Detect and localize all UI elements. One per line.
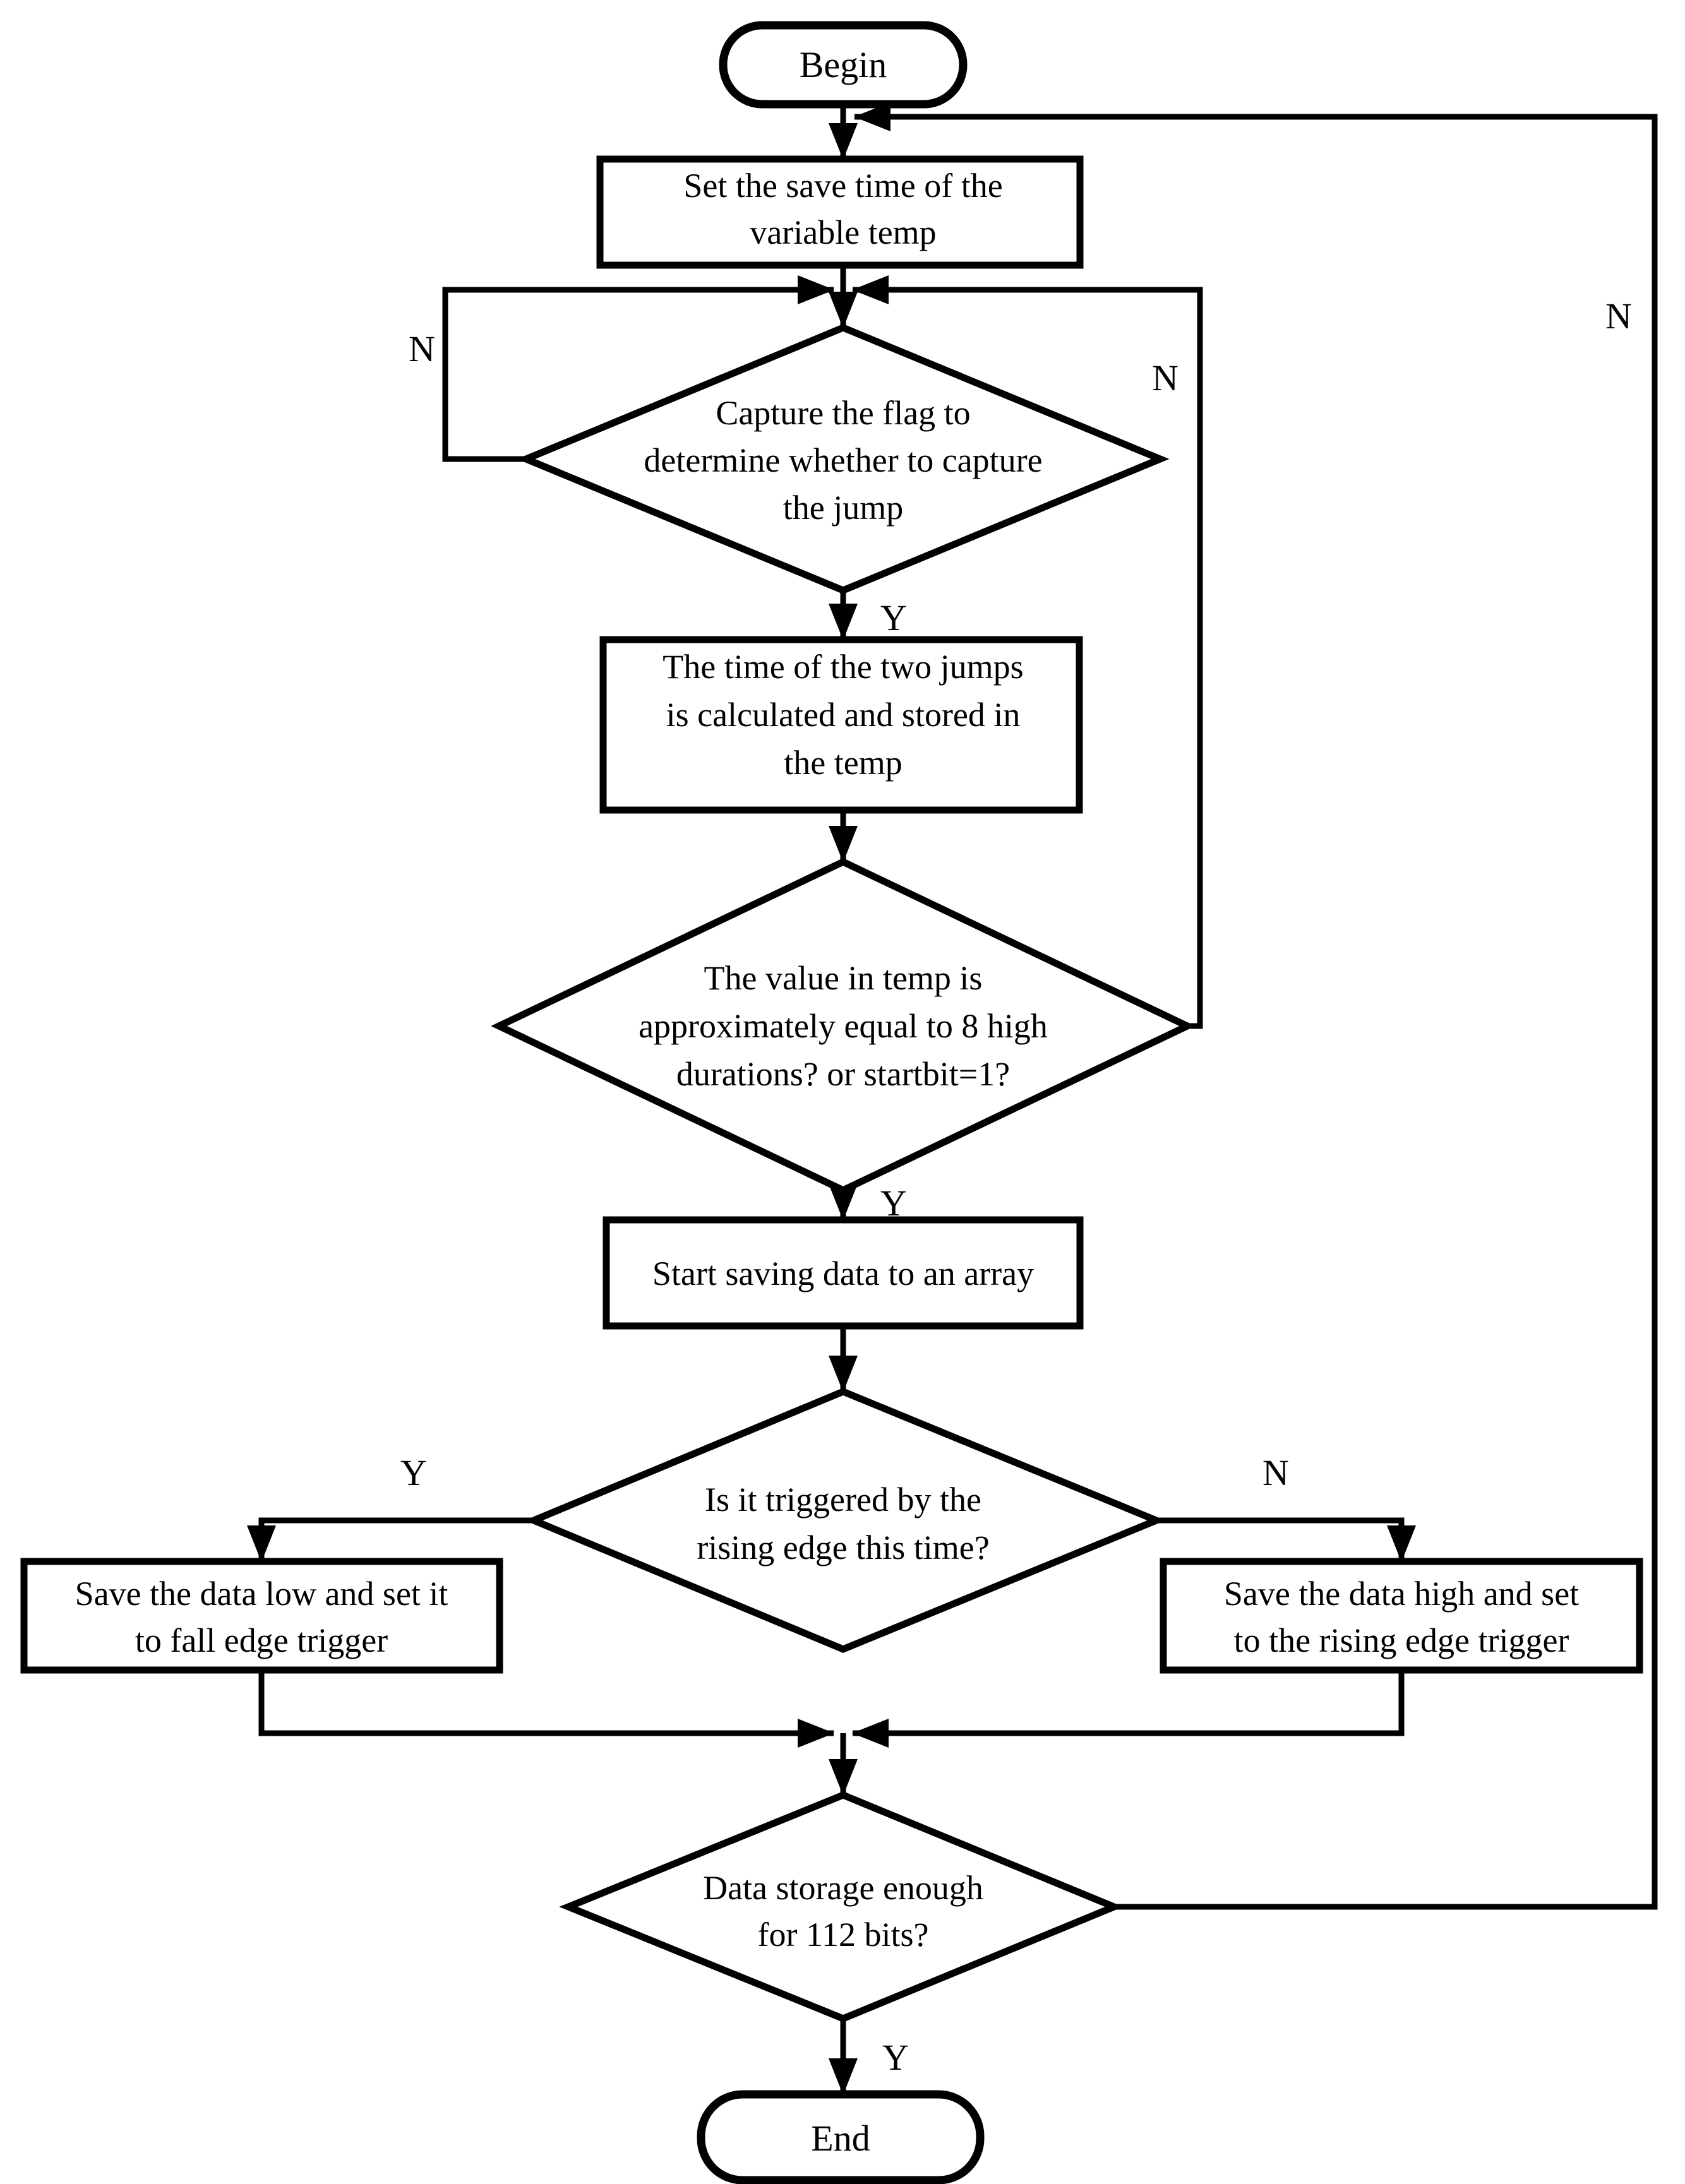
rising-edge-line1: Is it triggered by the — [705, 1481, 981, 1519]
storage-yes-label: Y — [882, 2037, 909, 2078]
storage-no-label: N — [1605, 295, 1632, 337]
capture-flag-line1: Capture the flag to — [716, 394, 970, 432]
set-save-time-line1: Set the save time of the — [683, 167, 1002, 205]
temp-value-decision-diamond — [491, 857, 1196, 1195]
edge-rising-edge-no — [1156, 1517, 1416, 1562]
temp-value-line2: approximately equal to 8 high — [639, 1007, 1048, 1045]
capture-flag-yes-label: Y — [880, 597, 907, 638]
save-data-high-box — [1160, 1558, 1643, 1674]
set-save-time-box — [596, 155, 1084, 269]
save-data-high-line2: to the rising edge trigger — [1234, 1621, 1569, 1659]
temp-value-no-label: N — [1152, 357, 1178, 398]
capture-flag-line2: determine whether to capture — [644, 441, 1042, 479]
edge-storage-no-loop — [854, 102, 1658, 1910]
set-save-time-line2: variable temp — [750, 213, 936, 251]
edge-rising-edge-yes — [247, 1517, 534, 1562]
capture-flag-no-label: N — [409, 328, 435, 369]
temp-value-line3: durations? or startbit=1? — [676, 1055, 1010, 1093]
rising-edge-line2: rising edge this time? — [697, 1529, 989, 1566]
rising-edge-no-label: N — [1262, 1452, 1289, 1493]
begin-terminator — [719, 21, 968, 109]
calc-jump-time-line3: the temp — [784, 744, 902, 782]
capture-flag-decision-diamond — [517, 324, 1170, 594]
save-data-high-line1: Save the data high and set — [1224, 1575, 1579, 1613]
temp-value-yes-label: Y — [880, 1183, 907, 1224]
calc-jump-time-line1: The time of the two jumps — [663, 648, 1023, 686]
calc-jump-time-box — [599, 636, 1083, 814]
save-data-low-line2: to fall edge trigger — [135, 1621, 388, 1659]
capture-flag-line3: the jump — [783, 489, 903, 527]
edge-capture-flag-no-loop — [442, 275, 834, 462]
temp-value-line1: The value in temp is — [704, 959, 983, 997]
start-saving-label: Start saving data to an array — [652, 1255, 1034, 1292]
edge-save-high-to-merge — [852, 1670, 1405, 1748]
save-data-low-box — [20, 1558, 503, 1674]
start-saving-box — [603, 1216, 1084, 1330]
end-terminator — [697, 2090, 985, 2184]
end-label: End — [811, 2118, 870, 2159]
edge-save-low-to-merge — [258, 1670, 834, 1748]
save-data-low-line1: Save the data low and set it — [75, 1575, 448, 1613]
begin-label: Begin — [800, 44, 887, 85]
rising-edge-decision-diamond — [524, 1388, 1166, 1653]
calc-jump-time-line2: is calculated and stored in — [666, 696, 1021, 734]
rising-edge-yes-label: Y — [400, 1452, 427, 1493]
storage-line1: Data storage enough — [703, 1869, 983, 1907]
storage-line2: for 112 bits? — [758, 1916, 929, 1954]
storage-decision-diamond — [559, 1791, 1124, 2022]
